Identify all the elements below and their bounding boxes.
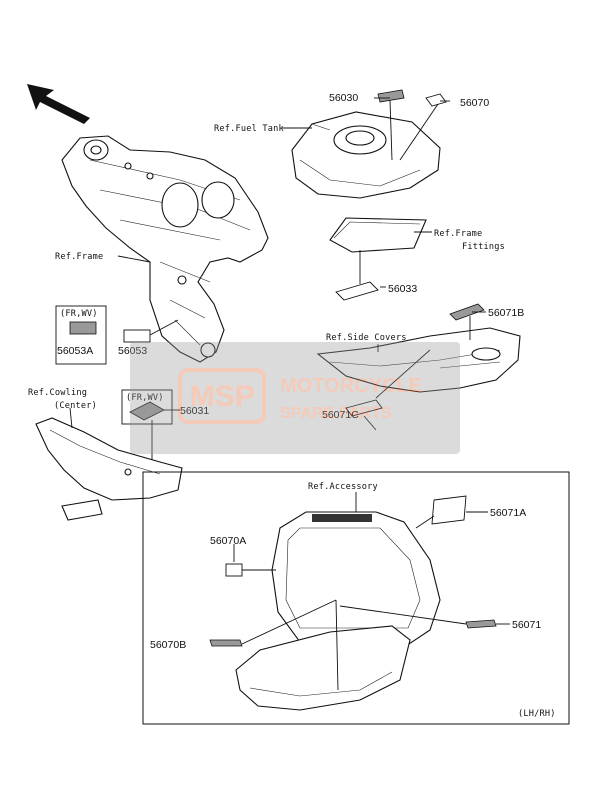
sticker-56071 — [465, 619, 497, 629]
sticker-56070A — [225, 563, 243, 577]
ref-side-covers: Ref.Side Covers — [326, 333, 407, 343]
label-56071A: 56071A — [490, 507, 526, 519]
label-56070B: 56070B — [150, 639, 186, 651]
label-56030: 56030 — [329, 92, 358, 104]
sticker-56071B — [449, 303, 485, 321]
label-56071B: 56071B — [488, 307, 524, 319]
watermark-line1: MOTORCYCLE — [280, 375, 422, 397]
center-cowling-drawing — [35, 417, 183, 521]
sticker-56070 — [425, 93, 447, 107]
ref-cowling-line2: (Center) — [54, 401, 97, 411]
watermark: MSP MOTORCYCLE SPARE PARTS — [130, 342, 460, 454]
lh-rh-label: (LH/RH) — [518, 709, 556, 719]
label-56053: 56053 — [118, 345, 147, 357]
accessory-box-frame — [142, 471, 570, 725]
fr-wv-box-1 — [55, 305, 107, 365]
fr-wv-box-2 — [121, 389, 173, 425]
ref-cowling-line1: Ref.Cowling — [28, 388, 87, 398]
ref-frame-fittings-line2: Fittings — [462, 242, 505, 252]
label-56070A: 56070A — [210, 535, 246, 547]
fr-wv-label-1: (FR,WV) — [60, 309, 98, 319]
label-56053A: 56053A — [57, 345, 93, 357]
label-56071C: 56071C — [322, 409, 359, 421]
fr-wv-label-2: (FR,WV) — [126, 393, 164, 403]
sticker-56030 — [377, 89, 405, 103]
watermark-logo: MSP — [189, 380, 254, 413]
label-56071: 56071 — [512, 619, 541, 631]
frame-fittings-drawing — [329, 217, 427, 253]
label-56070: 56070 — [460, 97, 489, 109]
saddlebag-drawing — [235, 511, 441, 711]
ref-frame: Ref.Frame — [55, 252, 103, 262]
label-56033: 56033 — [388, 283, 417, 295]
label-56031: 56031 — [180, 405, 209, 417]
sticker-56070B — [209, 639, 243, 647]
frame-drawing — [61, 135, 269, 363]
ref-frame-fittings-line1: Ref.Frame — [434, 229, 482, 239]
ref-fuel-tank: Ref.Fuel Tank — [214, 124, 284, 134]
sticker-56053 — [123, 329, 151, 343]
watermark-line2: SPARE PARTS — [280, 405, 392, 422]
sticker-56071A — [431, 495, 467, 525]
sticker-56033 — [335, 281, 379, 301]
fuel-tank-drawing — [291, 111, 441, 199]
sticker-56053A — [69, 321, 97, 335]
leader-lines — [69, 97, 510, 691]
front-direction-arrow-icon — [27, 84, 90, 124]
sticker-56071C — [345, 399, 383, 417]
ref-accessory: Ref.Accessory — [308, 482, 378, 492]
